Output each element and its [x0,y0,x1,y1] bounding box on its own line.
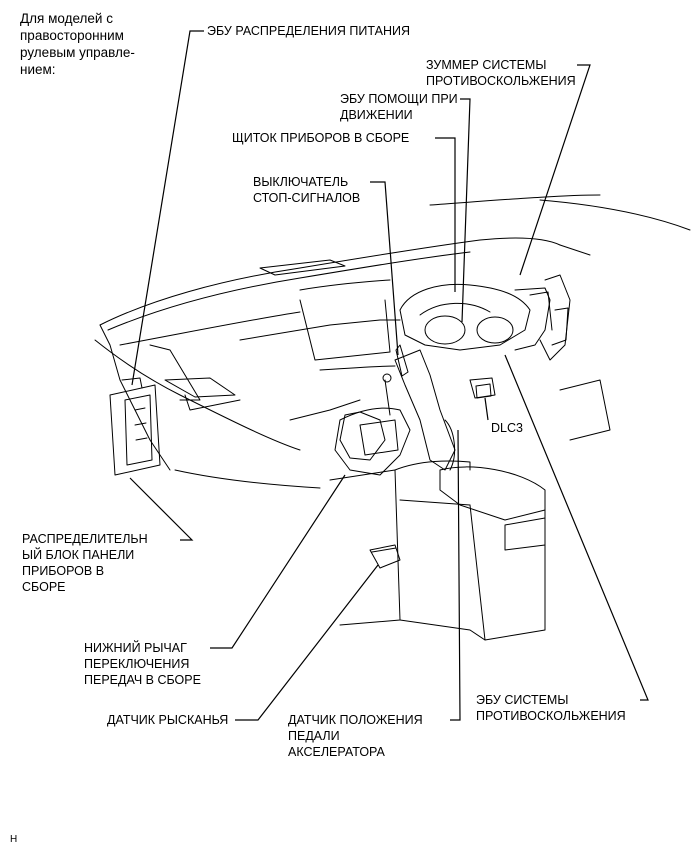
combination-meter-shape [399,283,553,351]
footer-code: H [10,834,18,845]
dashboard-outline [94,194,691,489]
leader-stop-lamp [370,181,399,356]
label-stop-lamp-switch: ВЫКЛЮЧАТЕЛЬ СТОП-СИГНАЛОВ [253,175,361,205]
leader-power-ecu [131,30,204,386]
leader-skid-ecu [504,354,649,701]
dlc3-shape [475,383,492,399]
steering-column-shape [394,344,496,471]
leader-shift-lever [210,474,346,649]
leader-accel-sensor [450,429,461,721]
label-power-ecu: ЭБУ РАСПРЕДЕЛЕНИЯ ПИТАНИЯ [207,24,410,38]
leader-driving-support [460,98,471,323]
label-yaw-sensor: ДАТЧИК РЫСКАНЬЯ [107,713,229,727]
label-driving-support-ecu: ЭБУ ПОМОЩИ ПРИ ДВИЖЕНИИ [340,92,458,122]
intro-note: Для моделей с правосторонним рулевым упр… [20,11,135,77]
leader-yaw-sensor [235,564,379,721]
label-skid-buzzer: ЗУММЕР СИСТЕМЫ ПРОТИВОСКОЛЬЖЕНИЯ [426,58,576,88]
leader-junction-block [129,477,194,541]
label-combination-meter: ЩИТОК ПРИБОРОВ В СБОРЕ [232,131,410,145]
leader-skid-buzzer [519,64,591,276]
label-shift-lever: НИЖНИЙ РЫЧАГ ПЕРЕКЛЮЧЕНИЯ ПЕРЕДАЧ В СБОР… [84,641,201,687]
center-console-shape [329,407,546,641]
leader-lines [129,30,649,721]
leader-combination-meter [435,137,456,292]
right-side-shape [539,274,611,441]
label-accel-sensor: ДАТЧИК ПОЛОЖЕНИЯ ПЕДАЛИ АКСЕЛЕРАТОРА [288,713,423,759]
power-ecu-shape [109,377,161,476]
label-skid-ecu: ЭБУ СИСТЕМЫ ПРОТИВОСКОЛЬЖЕНИЯ [476,693,626,723]
yaw-sensor-shape [369,544,401,569]
label-dlc3: DLC3 [491,421,523,435]
shift-lever-shape [339,373,392,461]
leader-dlc3 [484,397,489,421]
label-junction-block: РАСПРЕДЕЛИТЕЛЬН ЫЙ БЛОК ПАНЕЛИ ПРИБОРОВ … [22,532,148,594]
